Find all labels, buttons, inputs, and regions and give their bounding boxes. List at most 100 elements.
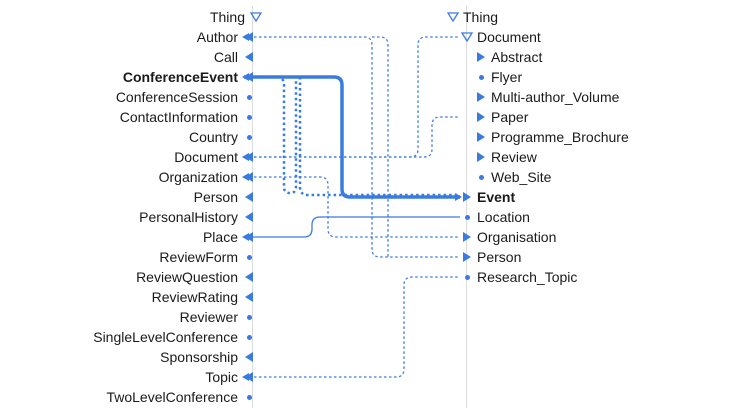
mapping-line-conferenceevent-to-event[interactable]	[244, 75, 460, 199]
right-tree-root[interactable]: Thing	[446, 7, 498, 27]
tree-item-label: Place	[202, 229, 238, 245]
left-tree-guide-line	[252, 6, 253, 408]
tree-item-label: ConferenceEvent	[122, 69, 238, 85]
collapsed-arrow-icon[interactable]	[242, 210, 256, 224]
left-tree-item-place[interactable]: Place	[203, 227, 256, 247]
right-tree-item-event[interactable]: Event	[460, 187, 515, 207]
left-tree-item-reviewform[interactable]: ReviewForm	[159, 247, 256, 267]
right-root-label: Thing	[463, 9, 499, 25]
left-tree-item-organization[interactable]: Organization	[159, 167, 256, 187]
expanded-triangle-icon[interactable]	[446, 10, 460, 24]
tree-item-label: Review	[491, 149, 537, 165]
collapsed-arrow-icon[interactable]	[242, 290, 256, 304]
collapsed-arrow-icon[interactable]	[474, 90, 488, 104]
right-tree-item-abstract[interactable]: Abstract	[474, 47, 542, 67]
tree-item-label: Document	[477, 29, 541, 45]
tree-item-label: Reviewer	[179, 309, 238, 325]
left-tree-item-singlelevelconference[interactable]: SingleLevelConference	[93, 327, 256, 347]
leaf-dot-icon	[242, 390, 256, 404]
right-tree-item-person[interactable]: Person	[460, 247, 521, 267]
tree-item-label: ReviewQuestion	[136, 269, 238, 285]
mapping-line-author-to-person[interactable]	[244, 36, 460, 258]
left-tree-item-call[interactable]: Call	[214, 47, 256, 67]
mapping-line-topic-to-research-topic[interactable]	[244, 276, 460, 378]
tree-item-label: ConferenceSession	[115, 89, 238, 105]
leaf-dot-icon	[242, 110, 256, 124]
expanded-triangle-icon[interactable]	[460, 30, 474, 44]
collapsed-arrow-icon[interactable]	[474, 130, 488, 144]
left-tree-item-conferencesession[interactable]: ConferenceSession	[116, 87, 256, 107]
mapping-line-conferenceevent-to-event-dotted-b[interactable]	[298, 77, 460, 197]
tree-item-label: Person	[477, 249, 522, 265]
right-tree-item-paper[interactable]: Paper	[474, 107, 528, 127]
collapsed-arrow-icon[interactable]	[460, 190, 474, 204]
right-tree-item-research-topic[interactable]: Research_Topic	[460, 267, 577, 287]
right-tree-item-location[interactable]: Location	[460, 207, 530, 227]
collapsed-arrow-icon[interactable]	[242, 370, 256, 384]
tree-item-label: Multi-author_Volume	[491, 89, 620, 105]
left-tree-item-contactinformation[interactable]: ContactInformation	[120, 107, 256, 127]
tree-item-label: SingleLevelConference	[93, 329, 238, 345]
right-tree-item-review[interactable]: Review	[474, 147, 537, 167]
tree-item-label: ReviewRating	[151, 289, 238, 305]
leaf-dot-icon	[242, 130, 256, 144]
right-tree-item-multi-author-volume[interactable]: Multi-author_Volume	[474, 87, 619, 107]
tree-item-label: Research_Topic	[477, 269, 578, 285]
tree-item-label: TwoLevelConference	[106, 389, 238, 405]
right-tree-item-web-site[interactable]: Web_Site	[474, 167, 551, 187]
collapsed-arrow-icon[interactable]	[474, 150, 488, 164]
collapsed-arrow-icon[interactable]	[474, 50, 488, 64]
right-tree-item-document[interactable]: Document	[460, 27, 541, 47]
collapsed-arrow-icon[interactable]	[460, 250, 474, 264]
left-tree-item-topic[interactable]: Topic	[205, 367, 256, 387]
left-tree-item-conferenceevent[interactable]: ConferenceEvent	[123, 67, 256, 87]
mapping-line-document-to-document[interactable]	[244, 36, 460, 158]
tree-item-label: Person	[193, 189, 238, 205]
tree-item-label: Location	[477, 209, 530, 225]
leaf-dot-icon	[474, 170, 488, 184]
right-tree-item-flyer[interactable]: Flyer	[474, 67, 522, 87]
left-tree-item-reviewer[interactable]: Reviewer	[180, 307, 256, 327]
right-tree-item-organisation[interactable]: Organisation	[460, 227, 556, 247]
left-tree-item-personalhistory[interactable]: PersonalHistory	[139, 207, 256, 227]
left-tree-item-reviewquestion[interactable]: ReviewQuestion	[136, 267, 256, 287]
mapping-line-conferenceevent-to-event-dotted[interactable]	[244, 75, 300, 195]
collapsed-arrow-icon[interactable]	[242, 190, 256, 204]
collapsed-arrow-icon[interactable]	[242, 350, 256, 364]
tree-item-label: Topic	[205, 369, 238, 385]
left-tree-item-reviewrating[interactable]: ReviewRating	[152, 287, 256, 307]
mapping-line-document-to-paper[interactable]	[244, 116, 460, 158]
tree-item-label: Programme_Brochure	[491, 129, 629, 145]
tree-item-label: Paper	[491, 109, 529, 125]
tree-item-label: Document	[174, 149, 238, 165]
tree-item-label: Web_Site	[491, 169, 552, 185]
left-tree-item-document[interactable]: Document	[174, 147, 256, 167]
expanded-triangle-icon[interactable]	[249, 10, 263, 24]
tree-item-label: Organization	[158, 169, 238, 185]
left-tree-item-person[interactable]: Person	[194, 187, 256, 207]
leaf-dot-icon	[242, 310, 256, 324]
left-tree-item-country[interactable]: Country	[189, 127, 256, 147]
left-tree-root[interactable]: Thing	[210, 7, 263, 27]
leaf-dot-icon	[242, 330, 256, 344]
collapsed-arrow-icon[interactable]	[242, 150, 256, 164]
mapping-line-place-to-location[interactable]	[244, 216, 460, 238]
tree-item-label: Organisation	[477, 229, 557, 245]
collapsed-arrow-icon[interactable]	[242, 70, 256, 84]
left-tree-item-author[interactable]: Author	[197, 27, 256, 47]
collapsed-arrow-icon[interactable]	[242, 50, 256, 64]
right-tree-item-programme-brochure[interactable]: Programme_Brochure	[474, 127, 629, 147]
collapsed-arrow-icon[interactable]	[242, 30, 256, 44]
left-root-label: Thing	[209, 9, 245, 25]
tree-item-label: PersonalHistory	[139, 209, 238, 225]
left-tree-item-twolevelconference[interactable]: TwoLevelConference	[106, 387, 256, 407]
collapsed-arrow-icon[interactable]	[242, 270, 256, 284]
collapsed-arrow-icon[interactable]	[242, 170, 256, 184]
mapping-line-author-extra[interactable]	[372, 36, 389, 257]
mapping-line-organization-to-organisation[interactable]	[244, 176, 460, 238]
collapsed-arrow-icon[interactable]	[474, 110, 488, 124]
collapsed-arrow-icon[interactable]	[460, 230, 474, 244]
collapsed-arrow-icon[interactable]	[242, 230, 256, 244]
left-tree-item-sponsorship[interactable]: Sponsorship	[160, 347, 256, 367]
